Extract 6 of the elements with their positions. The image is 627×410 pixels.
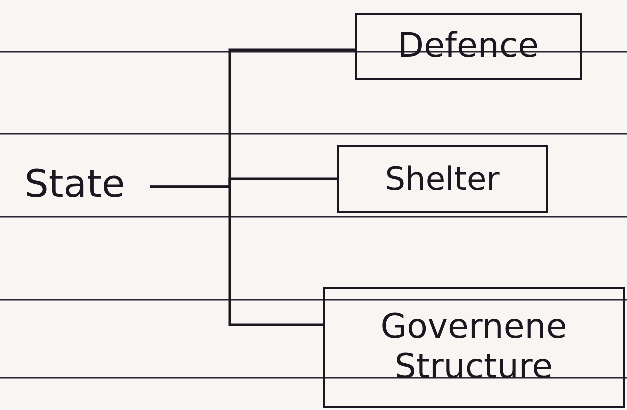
box-label: Governene Structure — [380, 308, 568, 387]
node-text: State — [24, 163, 126, 207]
box-label: Shelter — [385, 160, 500, 198]
process-box — [323, 287, 625, 408]
process-box — [337, 145, 548, 213]
connector-line — [150, 186, 323, 326]
